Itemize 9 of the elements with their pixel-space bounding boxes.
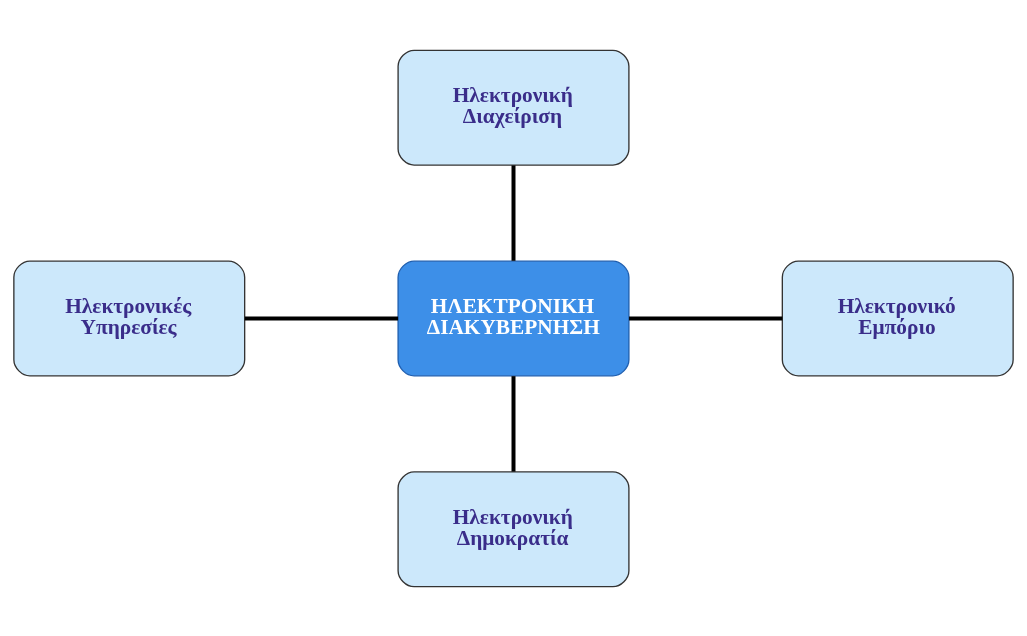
node-box: Ηλεκτρονική Διαχείριση <box>397 49 630 166</box>
node-box: ΗΛΕΚΤΡΟΝΙΚΗ ΔΙΑΚΥΒΕΡΝΗΣΗ <box>397 259 630 377</box>
connector <box>511 375 516 472</box>
node-box: Ηλεκτρονικό Εμπόριο <box>781 259 1014 377</box>
connector <box>629 316 783 320</box>
node-box: Ηλεκτρονικές Υπηρεσίες <box>13 259 246 377</box>
node-box: Ηλεκτρονική Δημοκρατία <box>397 470 630 587</box>
connector <box>244 316 399 320</box>
connector <box>511 164 516 261</box>
